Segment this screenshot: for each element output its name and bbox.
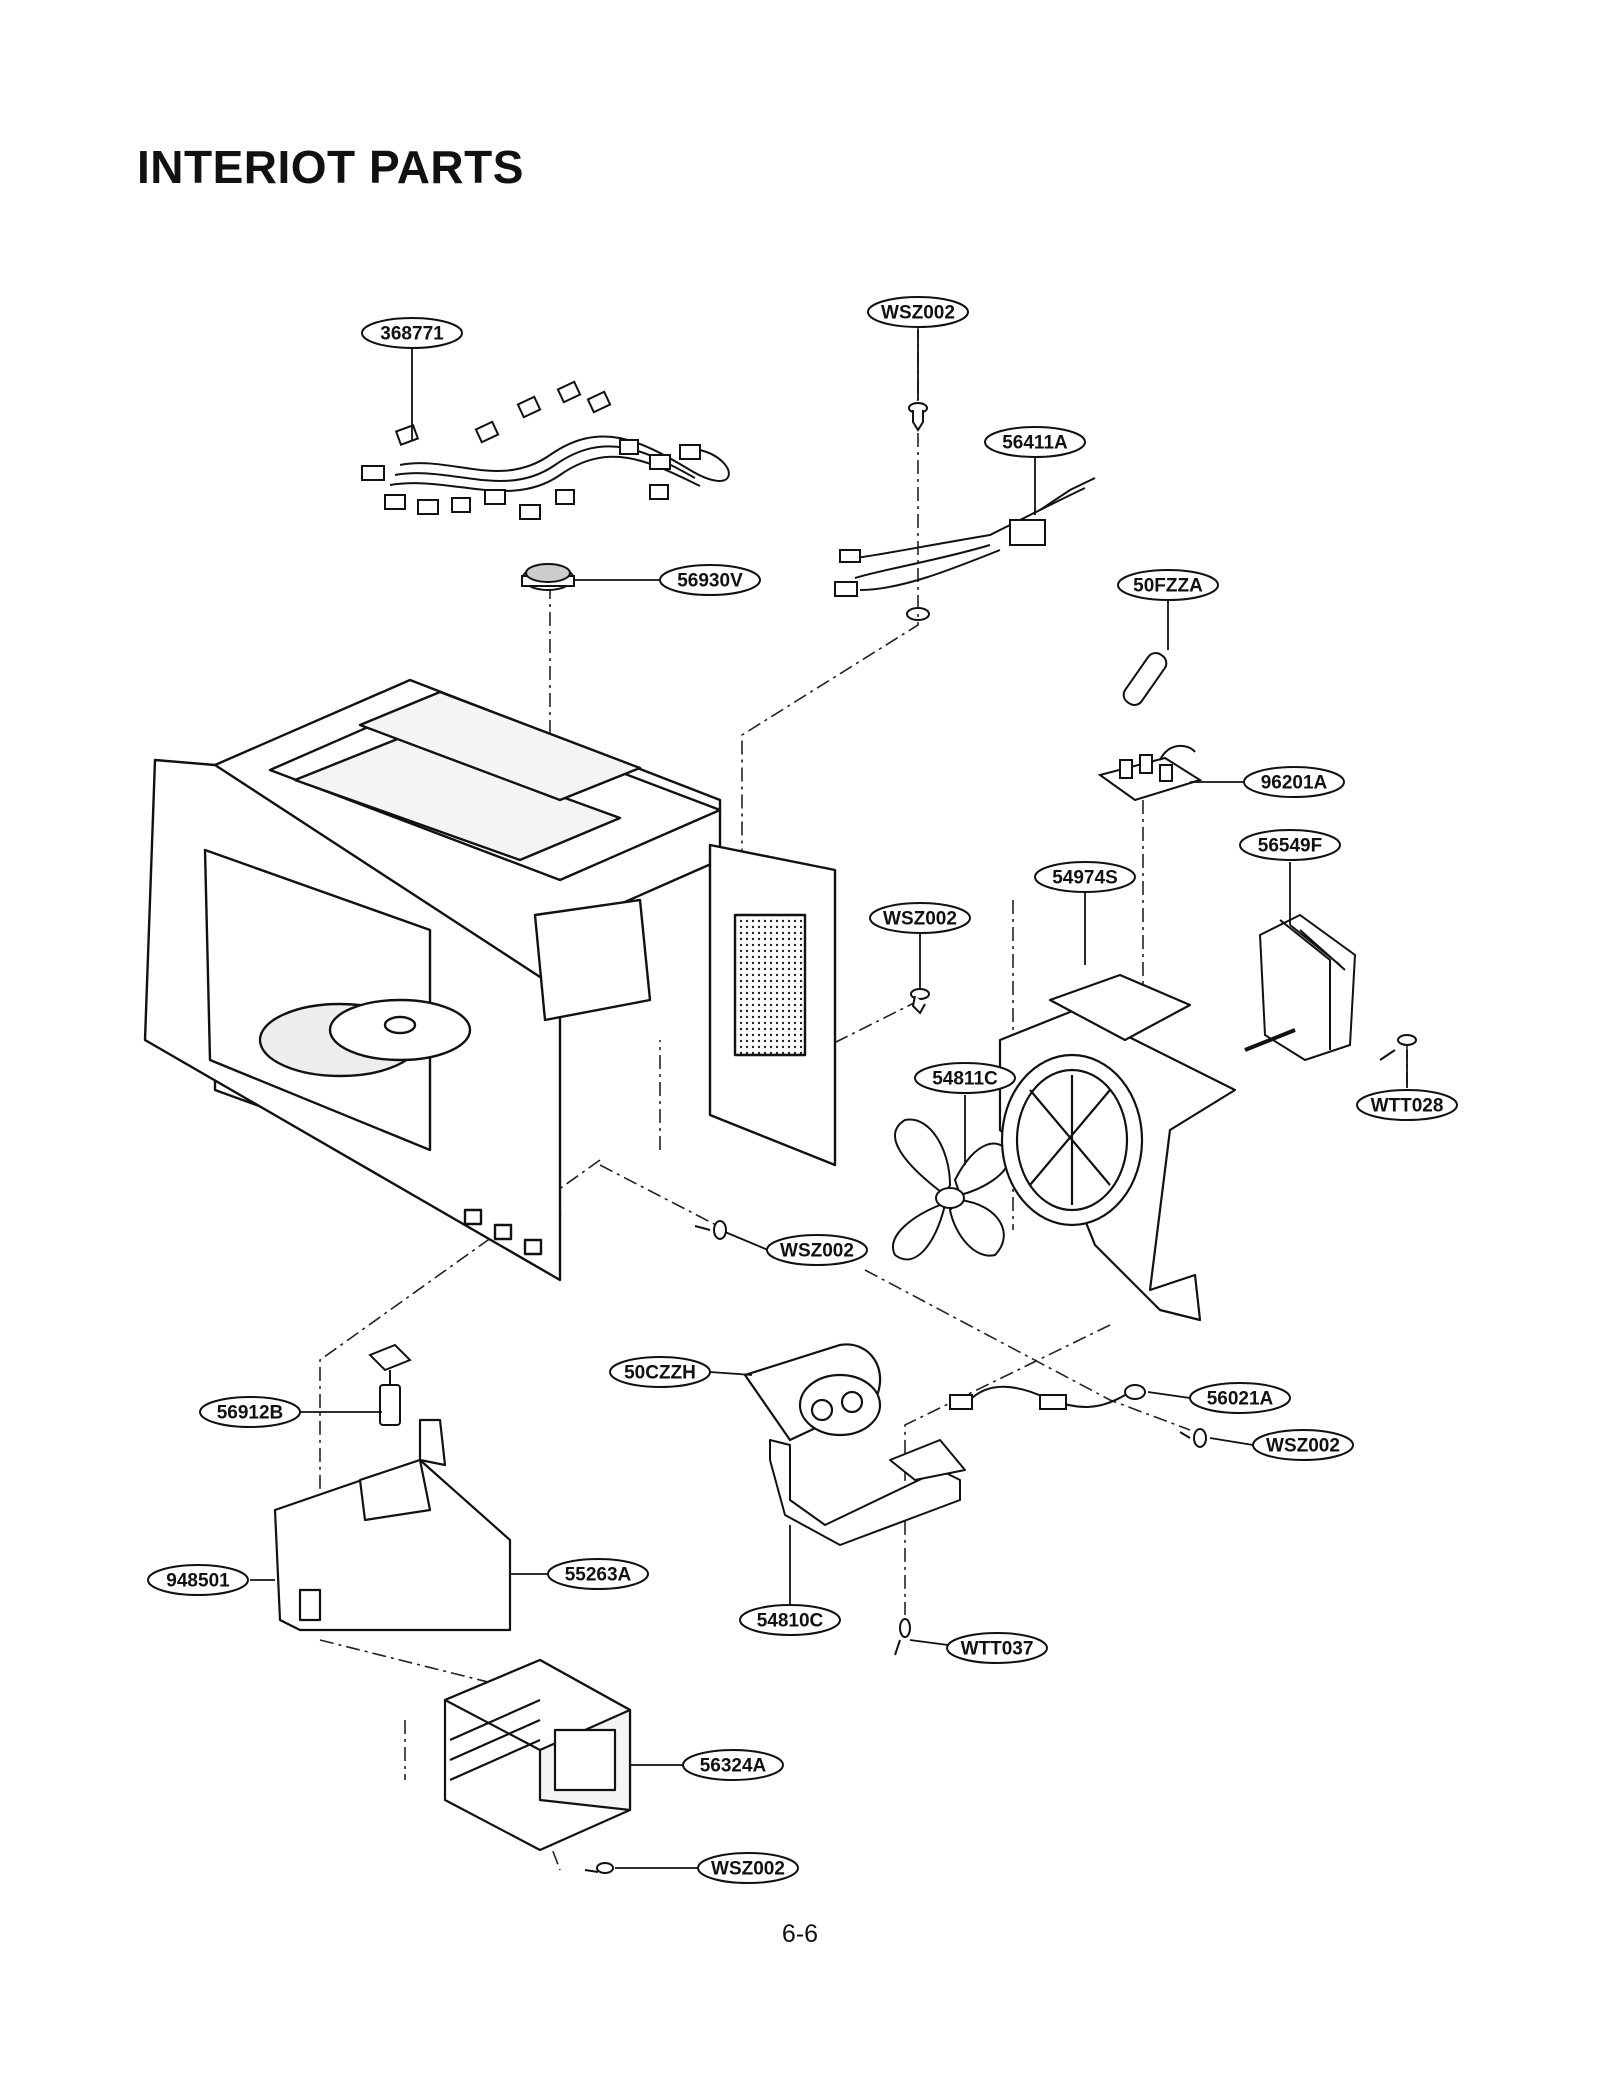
lower-screw-drawing	[694, 1220, 727, 1240]
tag-ellipse	[682, 1749, 784, 1781]
capacitor-drawing	[743, 1343, 882, 1442]
fuse-drawing	[1122, 652, 1168, 706]
wire-harness-drawing	[361, 380, 730, 520]
part-label-368771: 368771	[380, 324, 444, 345]
oven-cavity-drawing	[143, 678, 837, 1282]
part-label-55263a: 55263A	[565, 1565, 632, 1586]
wtt037-screw-drawing	[894, 1618, 911, 1656]
bottom-screw-drawing	[584, 1862, 614, 1874]
tag-ellipse	[1239, 829, 1341, 861]
tag-ellipse	[147, 1564, 249, 1596]
page-number: 6-6	[781, 1920, 819, 1948]
tag-ellipse	[1356, 1089, 1458, 1121]
tag-ellipse	[1117, 569, 1219, 601]
part-label-50fzza: 50FZZA	[1133, 576, 1203, 597]
tag-ellipse	[199, 1396, 301, 1428]
tag-ellipse	[766, 1234, 868, 1266]
tag-ellipse	[1252, 1429, 1354, 1461]
tag-ellipse	[867, 296, 969, 328]
part-label-56411a: 56411A	[1002, 433, 1068, 454]
thermostat-drawing	[521, 563, 575, 591]
sensor-screw-drawing	[1179, 1428, 1207, 1448]
tag-ellipse	[697, 1852, 799, 1884]
part-label-96201a: 96201A	[1261, 773, 1328, 794]
cable-drawing	[834, 477, 1096, 621]
sensor-cable-drawing	[949, 1384, 1146, 1410]
transformer-drawing	[443, 1658, 632, 1852]
part-tags	[147, 296, 1458, 1884]
part-label-wtt028: WTT028	[1371, 1096, 1444, 1117]
tag-ellipse	[361, 317, 463, 349]
part-label-wsz002-lower: WSZ002	[780, 1241, 854, 1262]
tag-ellipse	[739, 1604, 841, 1636]
page-title: INTERIOT PARTS	[137, 141, 524, 193]
part-label-wsz002-top: WSZ002	[881, 303, 955, 324]
tag-ellipse	[609, 1356, 711, 1388]
circuit-board-drawing	[1097, 744, 1203, 802]
part-label-948501: 948501	[166, 1571, 230, 1592]
tag-ellipse	[1189, 1382, 1291, 1414]
part-label-54811c: 54811C	[932, 1069, 998, 1090]
tag-ellipse	[1243, 766, 1345, 798]
transformer-bracket-drawing	[273, 1418, 512, 1632]
part-label-56912b: 56912B	[217, 1403, 284, 1424]
part-label-wtt037: WTT037	[961, 1639, 1034, 1660]
fan-motor-drawing	[1244, 913, 1357, 1062]
tag-ellipse	[946, 1632, 1048, 1664]
tag-ellipse	[1034, 861, 1136, 893]
part-label-56930v: 56930V	[677, 571, 743, 592]
part-label-wsz002-middle: WSZ002	[883, 909, 957, 930]
part-label-54974s: 54974S	[1052, 868, 1118, 889]
tag-ellipse	[984, 426, 1086, 458]
tag-ellipse	[914, 1062, 1016, 1094]
part-label-50czzh: 50CZZH	[624, 1363, 696, 1384]
part-label-wsz002-sensor: WSZ002	[1266, 1436, 1340, 1457]
diode-drawing	[368, 1343, 412, 1426]
part-label-56021a: 56021A	[1207, 1389, 1274, 1410]
tag-ellipse	[659, 564, 761, 596]
fan-bracket-drawing	[998, 973, 1237, 1322]
part-label-56324a: 56324A	[700, 1756, 767, 1777]
tag-ellipse	[547, 1558, 649, 1590]
top-screw-drawing	[908, 402, 928, 432]
part-tag-labels: 368771 WSZ002 56411A 56930V 50FZZA 96201…	[166, 303, 1443, 1880]
part-label-56549f: 56549F	[1258, 836, 1322, 857]
wtt028-screw-drawing	[1379, 1034, 1417, 1061]
part-label-54810c: 54810C	[757, 1611, 824, 1632]
fan-blade-drawing	[892, 1118, 1012, 1261]
middle-screw-drawing	[910, 988, 930, 1015]
part-label-wsz002-bottom: WSZ002	[711, 1859, 785, 1880]
leader-lines	[250, 330, 1408, 1869]
capacitor-bracket-drawing	[769, 1439, 966, 1546]
tag-ellipse	[869, 902, 971, 934]
